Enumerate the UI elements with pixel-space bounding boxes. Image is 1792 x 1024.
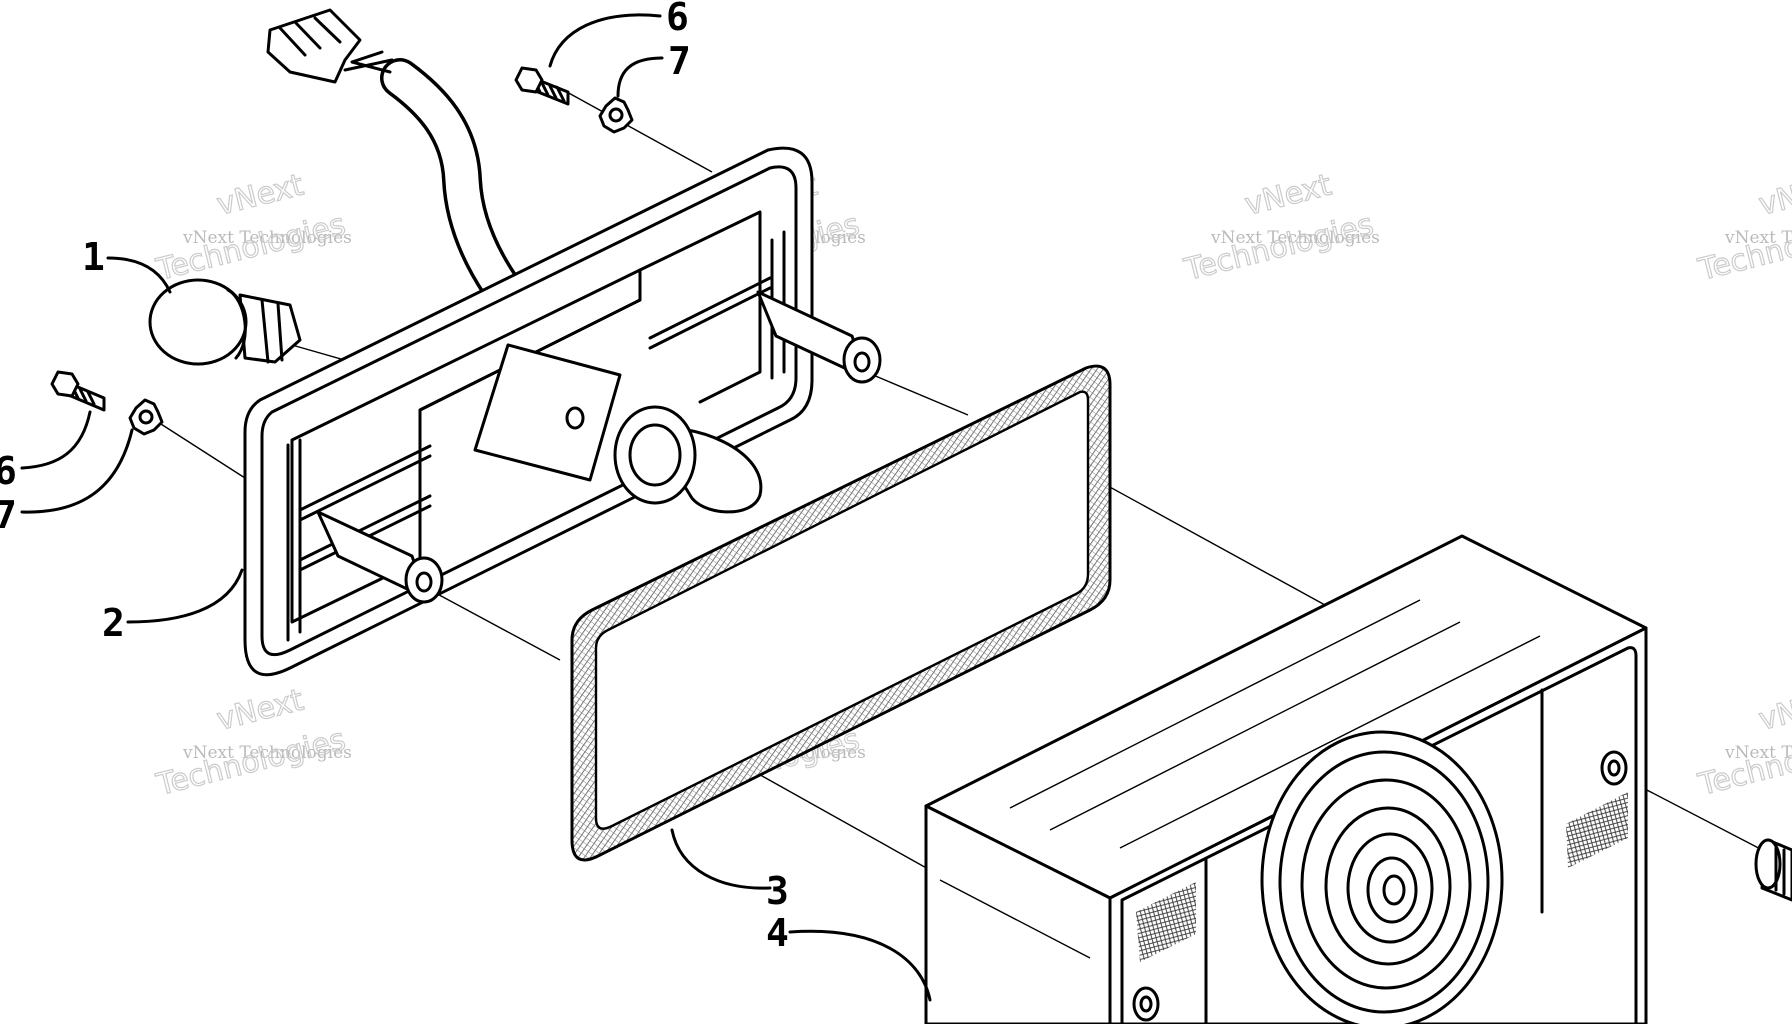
callout-1: 1 [82,235,105,279]
svg-text:vNext Technologies: vNext Technologies [1210,228,1380,248]
svg-text:vNext Technologies: vNext Technologies [1724,743,1792,763]
watermark: vNext vNext Technologies Technologies [1694,167,1792,289]
watermark: vNext vNext Technologies Technologies [1694,682,1792,804]
washer-left [128,398,164,436]
watermark: vNext vNext Technologies Technologies [152,682,352,804]
base-plate [243,146,882,677]
connector [266,8,362,84]
svg-text:Technologies: Technologies [152,207,348,288]
wire-harness [266,8,520,305]
screw-left [50,370,106,412]
gasket [570,364,1112,862]
callout-6-left: 6 [0,449,17,493]
callout-labels: 1 2 3 4 6 7 6 7 [0,0,789,955]
washer-top [598,96,634,134]
callout-2: 2 [102,601,125,645]
callout-4: 4 [766,911,789,955]
callout-7-left: 7 [0,493,17,537]
svg-text:Technologies: Technologies [152,722,348,803]
lamp-housing [924,534,1648,1024]
screw-top [514,66,570,106]
watermark: vNext vNext Technologies Technologies [1180,167,1380,289]
callout-6-top: 6 [666,0,689,39]
watermark: vNext vNext Technologies Technologies [152,167,352,289]
bulb [148,278,302,366]
svg-text:vNext Technologies: vNext Technologies [182,228,352,248]
callout-3: 3 [766,869,789,913]
svg-text:vNext: vNext [213,168,307,223]
svg-text:vNext Technologies: vNext Technologies [182,743,352,763]
svg-text:vNext Technologies: vNext Technologies [1724,228,1792,248]
stud-right [1754,838,1792,902]
svg-text:Technologies: Technologies [1180,207,1376,288]
svg-text:vNext: vNext [1755,168,1792,223]
leader-lines [20,13,932,1002]
svg-text:vNext: vNext [213,683,307,738]
svg-text:vNext: vNext [1241,168,1335,223]
lens [1260,730,1504,1024]
callout-7-top: 7 [668,39,691,83]
svg-text:vNext: vNext [1755,683,1792,738]
